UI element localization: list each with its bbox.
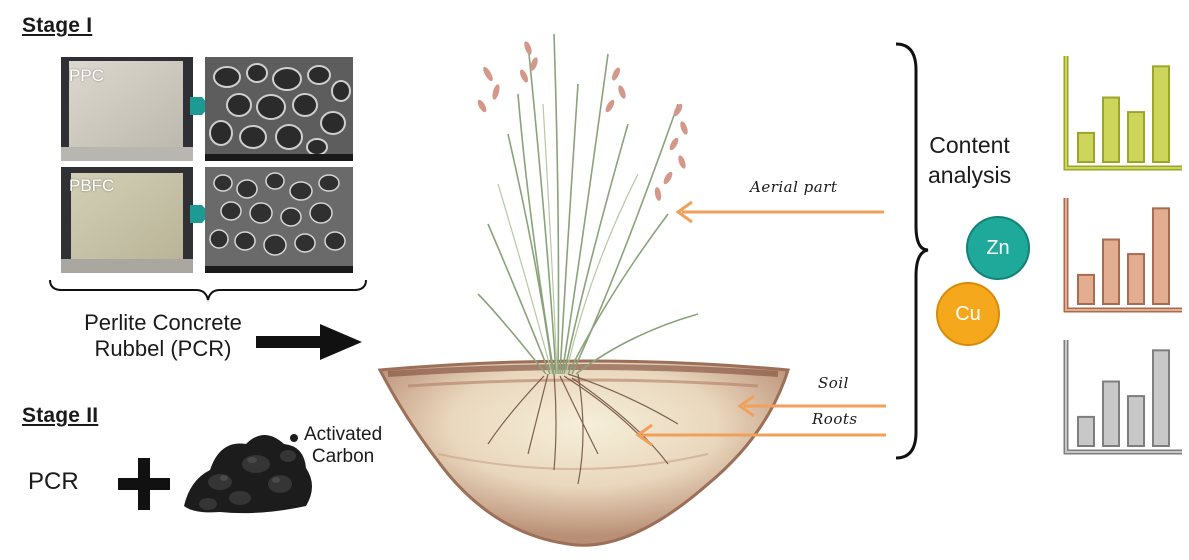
pbfc-sem-image: [205, 167, 353, 273]
mini-chart-bar: [1152, 65, 1170, 163]
ppc-sample-photo: PPC: [61, 57, 193, 161]
mini-chart-bar: [1152, 349, 1170, 447]
mini-chart-axis-inner: [1065, 198, 1182, 311]
mini-chart-bar: [1127, 395, 1145, 447]
mini-chart-bar: [1102, 96, 1120, 164]
pbfc-label: PBFC: [69, 176, 115, 195]
zn-element-badge: Zn: [966, 216, 1030, 280]
content-analysis-label: Content analysis: [928, 130, 1011, 190]
soil-label: Soil: [818, 374, 849, 392]
mini-chart-bar: [1077, 415, 1095, 447]
activated-carbon-image: [184, 434, 312, 514]
ppc-label: PPC: [69, 66, 104, 85]
big-right-arrow: [256, 324, 362, 360]
content-analysis-line-1: Content: [929, 132, 1010, 158]
mini-chart-axis-inner: [1065, 56, 1182, 169]
cu-element-label: Cu: [955, 302, 981, 325]
pbfc-sem-texture: [205, 167, 353, 273]
mini-chart-axis-inner: [1065, 340, 1182, 453]
roots-label: Roots: [812, 410, 858, 428]
mini-chart-bar: [1102, 380, 1120, 448]
activated-carbon-line-2: Carbon: [311, 446, 375, 467]
mini-chart-bar: [1077, 131, 1095, 163]
aerial-part-label: Aerial part: [750, 178, 838, 196]
mini-chart-roots: [1063, 340, 1182, 455]
ppc-sem-image: [205, 57, 353, 161]
mini-chart-bar: [1127, 253, 1145, 305]
pbfc-sample-image: [61, 167, 193, 273]
mini-chart-bar: [1102, 238, 1120, 306]
pcr-caption-line-1: Perlite Concrete: [84, 310, 242, 335]
mini-chart-aerial: [1063, 56, 1182, 171]
zn-element-label: Zn: [986, 236, 1010, 259]
ppc-sample-image: [61, 57, 193, 161]
mini-chart-soil: [1063, 198, 1182, 313]
ppc-sem-texture: [205, 57, 353, 161]
cu-element-badge: Cu: [936, 282, 1000, 346]
mini-chart-bar: [1077, 273, 1095, 305]
stage-1-title: Stage I: [22, 14, 93, 37]
content-analysis-line-2: analysis: [928, 162, 1012, 188]
pcr-caption: Perlite Concrete Rubbel (PCR): [48, 310, 278, 362]
mini-chart-bar: [1152, 207, 1170, 305]
plant-illustration: [378, 33, 790, 547]
pcr-label: PCR: [28, 468, 79, 495]
analysis-brace: [895, 42, 929, 460]
soil-arrow: [737, 394, 886, 418]
mini-chart-bar: [1127, 111, 1145, 163]
pcr-caption-line-2: Rubbel (PCR): [94, 336, 232, 361]
aerial-part-arrow: [675, 200, 884, 224]
activated-carbon-label: Activated Carbon: [304, 424, 382, 468]
plus-icon: [118, 458, 170, 510]
pbfc-sample-photo: PBFC: [61, 167, 193, 273]
stage-2-title: Stage II: [22, 404, 99, 427]
roots-arrow: [635, 423, 886, 447]
stage-1-brace: [49, 279, 367, 301]
activated-carbon-line-1: Activated: [304, 424, 383, 445]
